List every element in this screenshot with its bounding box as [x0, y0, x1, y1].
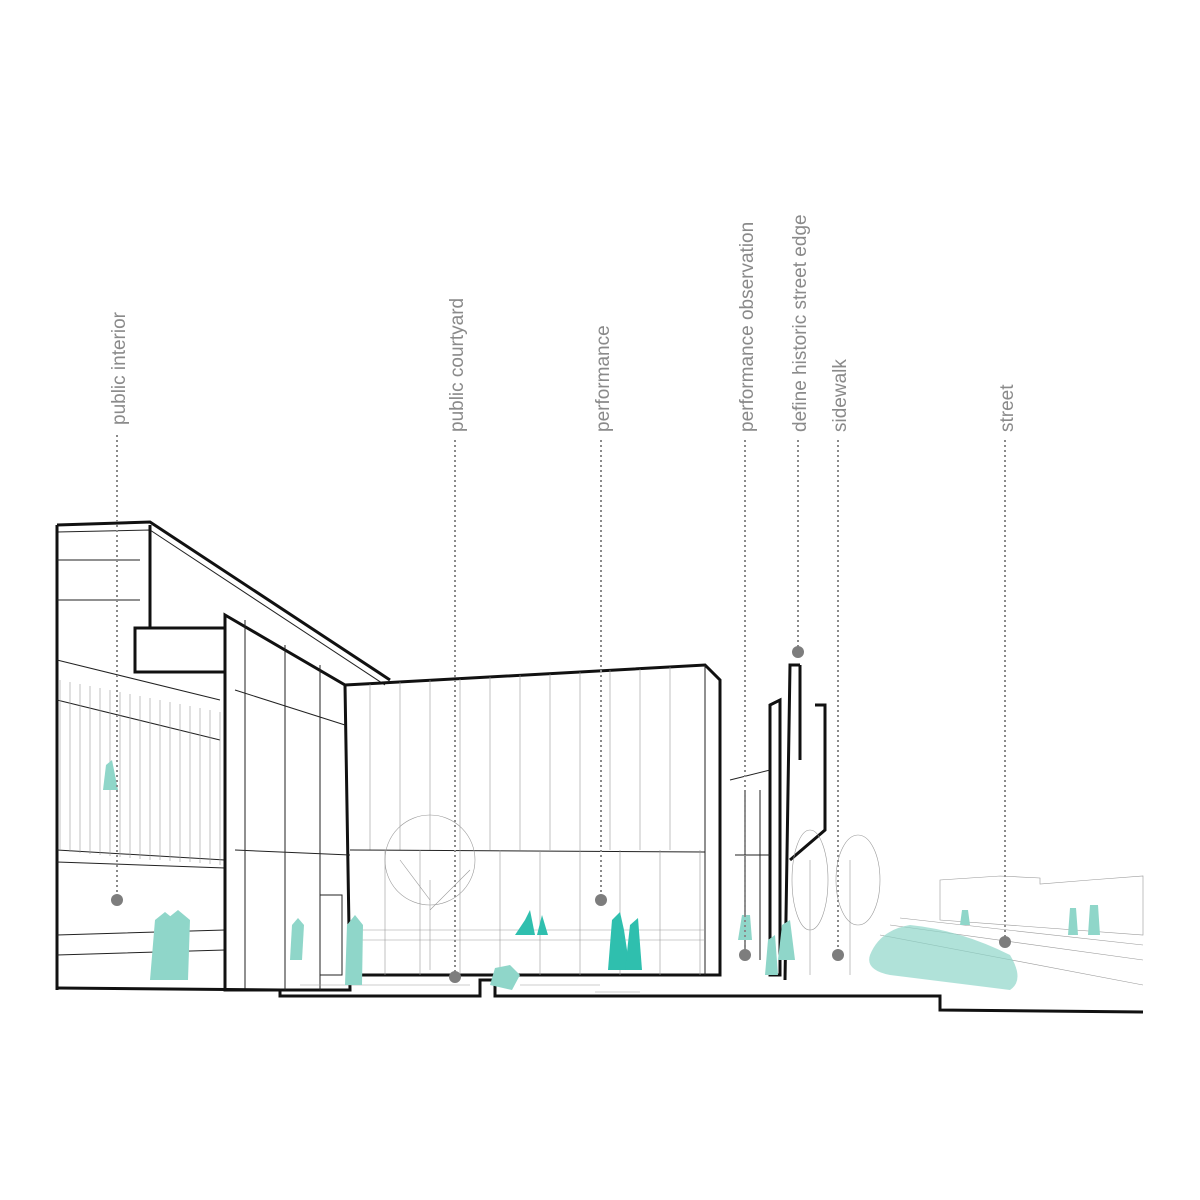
- planter-lines: [300, 984, 640, 993]
- annotation-dot: [999, 936, 1011, 948]
- performer: [515, 910, 535, 935]
- historic-buildings: [729, 663, 827, 981]
- facade-louvres: [59, 680, 221, 865]
- annotation-define-historic-street-edge: define historic street edge: [790, 214, 811, 658]
- annotation-street: street: [997, 384, 1018, 948]
- annotation-dot: [111, 894, 123, 906]
- performer: [625, 918, 642, 970]
- annotation-label: public courtyard: [447, 298, 468, 432]
- performer: [608, 912, 630, 970]
- car: [869, 925, 1018, 990]
- annotation-performance-observation: performance observation: [737, 222, 758, 961]
- annotation-label: public interior: [109, 311, 130, 425]
- annotation-label: street: [997, 384, 1018, 432]
- annotation-public-courtyard: public courtyard: [447, 298, 468, 983]
- annotation-dot: [832, 949, 844, 961]
- annotation-dot: [449, 971, 461, 983]
- annotation-label: sidewalk: [830, 359, 851, 432]
- annotation-dot: [739, 949, 751, 961]
- annotation-public-interior: public interior: [109, 311, 130, 906]
- people: [103, 760, 1100, 990]
- annotation-dot: [792, 646, 804, 658]
- performer: [537, 915, 548, 935]
- left-building: [55, 520, 391, 992]
- annotation-label: performance observation: [737, 222, 758, 432]
- cladding-lines: [369, 667, 671, 850]
- trees: [384, 814, 881, 975]
- annotation-label: define historic street edge: [790, 214, 811, 432]
- annotation-performance: performance: [593, 325, 614, 906]
- annotation-label: performance: [593, 325, 614, 432]
- ground-line: [56, 978, 1144, 1014]
- annotation-sidewalk: sidewalk: [830, 359, 851, 961]
- annotation-dot: [595, 894, 607, 906]
